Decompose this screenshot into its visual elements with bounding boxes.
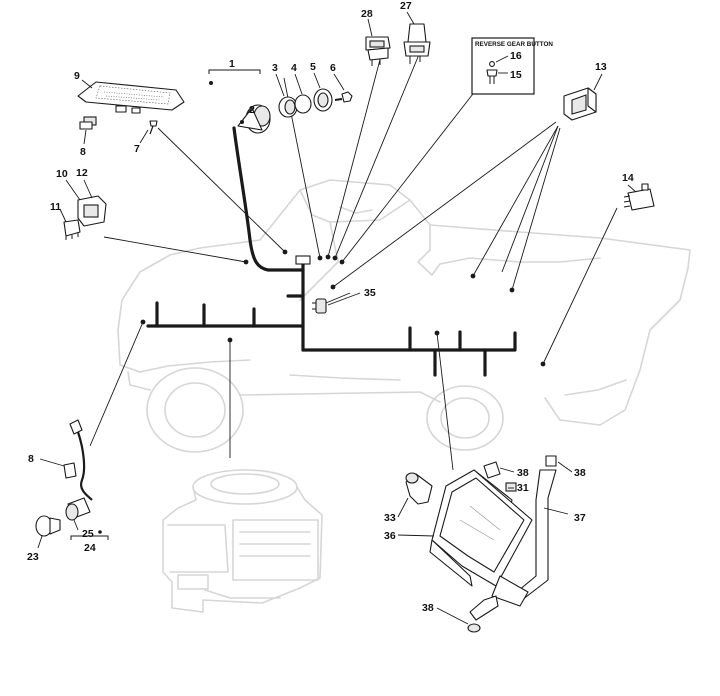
leader-lines — [89, 51, 618, 471]
inset-title: REVERSE GEAR BUTTON — [475, 41, 553, 48]
engine-outline — [162, 469, 323, 613]
rocker-switch-part — [365, 36, 391, 66]
label-1: 1 — [229, 58, 235, 70]
label-16: 16 — [510, 50, 522, 62]
wiring-harness — [146, 126, 517, 377]
label-8-top: 8 — [80, 146, 86, 158]
label-38-bottom: 38 — [422, 602, 434, 614]
label-33: 33 — [384, 512, 396, 524]
ignition-switch-parts — [208, 69, 353, 134]
tractor-body-outline — [117, 179, 691, 453]
label-27: 27 — [400, 0, 412, 12]
label-13: 13 — [595, 61, 607, 73]
label-4: 4 — [291, 62, 297, 74]
label-14: 14 — [622, 172, 634, 184]
circuit-board-part — [77, 81, 185, 130]
label-10: 10 — [56, 168, 68, 180]
connector-part — [623, 183, 655, 211]
label-2: 2 — [249, 104, 255, 116]
label-9: 9 — [74, 70, 80, 82]
label-5: 5 — [310, 61, 316, 73]
label-36: 36 — [384, 530, 396, 542]
reverse-gear-button-inset: REVERSE GEAR BUTTON — [471, 37, 553, 95]
label-12: 12 — [76, 167, 88, 179]
lamp-harness-parts — [35, 419, 109, 540]
battery-bracket-parts — [429, 455, 569, 633]
label-6: 6 — [330, 62, 336, 74]
label-24: 24 — [84, 542, 96, 554]
label-8-bottom: 8 — [28, 453, 34, 465]
label-25: 25 — [82, 528, 94, 540]
part-number-labels: 1 2 3 4 5 6 7 8 8 9 10 11 12 13 14 15 16… — [27, 0, 634, 614]
label-38-right: 38 — [574, 467, 586, 479]
label-38-top: 38 — [517, 467, 529, 479]
relay-parts — [63, 195, 107, 240]
label-37: 37 — [574, 512, 586, 524]
terminal-boot-part — [405, 472, 433, 505]
label-31: 31 — [517, 482, 529, 494]
screw-part — [149, 120, 158, 135]
harness-connector-part — [312, 298, 327, 314]
label-7: 7 — [134, 143, 140, 155]
label-28: 28 — [361, 8, 373, 20]
label-11: 11 — [50, 201, 61, 213]
knob-switch-part — [403, 23, 431, 64]
label-3: 3 — [272, 62, 278, 74]
label-35: 35 — [364, 287, 376, 299]
leader-dots — [98, 81, 546, 534]
label-ticks — [37, 11, 637, 625]
switch-block-part — [563, 87, 597, 121]
label-23: 23 — [27, 551, 39, 563]
label-15: 15 — [510, 69, 522, 81]
